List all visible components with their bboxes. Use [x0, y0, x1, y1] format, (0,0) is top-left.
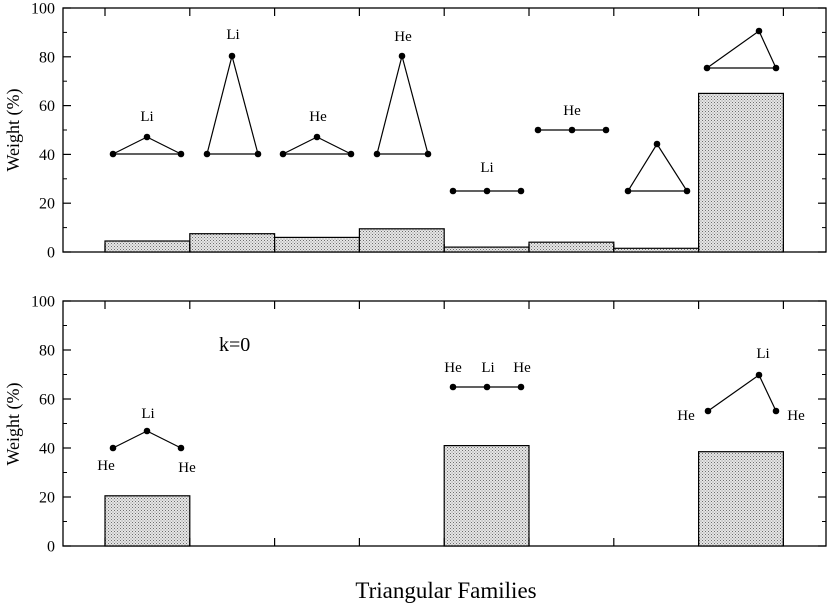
- atom-dot: [483, 187, 491, 195]
- geometry-4-triangle: [376, 53, 429, 155]
- top-bar-6: [528, 241, 615, 253]
- atom-dot: [624, 187, 632, 195]
- atom-dot: [254, 150, 262, 158]
- atom-dot: [398, 52, 406, 60]
- geometry-label: He: [97, 458, 115, 474]
- top-bar-4: [358, 228, 445, 253]
- bottom-ytick-label: 40: [39, 441, 55, 458]
- geometry-3-triangle: [282, 136, 352, 155]
- geometry-label: He: [677, 408, 695, 424]
- top-ytick-label: 0: [47, 245, 55, 262]
- top-bar-5: [443, 246, 530, 253]
- top-bar-8: [697, 92, 784, 253]
- atom-dot: [602, 126, 610, 134]
- top-geometry-labels: Li Li He He Li He: [140, 27, 581, 176]
- geometry-8-triangle: [705, 30, 777, 69]
- bottom-bars: [104, 445, 784, 547]
- top-bar-2: [189, 233, 276, 253]
- bottom-bar-8: [697, 451, 784, 547]
- top-y-axis: 0 20 40 60 80 100: [31, 1, 826, 262]
- bottom-bar-5: [443, 445, 530, 547]
- atom-dot: [772, 407, 780, 415]
- atom-dot: [517, 383, 525, 391]
- top-geometry-insets: [112, 30, 777, 192]
- geometry-1-triangle: [112, 136, 182, 155]
- geometry-label: Li: [226, 27, 239, 43]
- k-label: k=0: [219, 334, 250, 356]
- atom-dot: [373, 150, 381, 158]
- atom-dot: [653, 140, 661, 148]
- bottom-x-ticks: [104, 301, 785, 546]
- top-x-ticks: [104, 8, 785, 252]
- top-bar-7: [613, 247, 700, 253]
- bottom-ytick-label: 60: [39, 392, 55, 409]
- atom-dot: [424, 150, 432, 158]
- geometry-label: Li: [141, 406, 154, 422]
- atom-dot: [228, 52, 236, 60]
- geometry-label: Li: [140, 109, 153, 125]
- atom-dot: [143, 427, 151, 435]
- atom-dot: [704, 407, 712, 415]
- bottom-geometry-labels: Li He He He Li He Li He He: [97, 346, 805, 476]
- atom-dot: [177, 444, 185, 452]
- atom-dot: [143, 133, 151, 141]
- atom-dot: [313, 133, 321, 141]
- atom-dot: [703, 64, 711, 72]
- atom-dot: [203, 150, 211, 158]
- atom-dot: [755, 371, 763, 379]
- x-axis-label: Triangular Families: [355, 578, 536, 603]
- atom-dot: [517, 187, 525, 195]
- geometry-2-triangle: [206, 53, 259, 155]
- bottom-panel: 0 20 40 60 80 100 Weight (%) k=0 Li He He He …: [3, 294, 827, 556]
- bottom-ytick-label: 20: [39, 490, 55, 507]
- top-ytick-label: 40: [39, 147, 55, 164]
- top-panel: 0 20 40 60 80 100 Weight (%): [3, 1, 827, 262]
- bottom-y-axis-label: Weight (%): [3, 382, 24, 465]
- atom-dot: [347, 150, 355, 158]
- atom-dot: [483, 383, 491, 391]
- bottom-ytick-label: 100: [31, 294, 55, 311]
- atom-dot: [683, 187, 691, 195]
- geometry-label: He: [563, 103, 581, 119]
- atom-dot: [109, 150, 117, 158]
- geometry-label: He: [444, 360, 462, 376]
- atom-dot: [449, 383, 457, 391]
- atom-dot: [534, 126, 542, 134]
- atom-dot: [177, 150, 185, 158]
- atom-dot: [109, 444, 117, 452]
- atom-dot: [279, 150, 287, 158]
- top-y-axis-label: Weight (%): [3, 88, 24, 171]
- geometry-label: He: [513, 360, 531, 376]
- top-ytick-label: 80: [39, 49, 55, 66]
- top-geometry-atoms: [109, 27, 780, 195]
- top-bars: [104, 92, 784, 253]
- geometry-label: Li: [481, 360, 494, 376]
- geometry-bent-2: [707, 374, 777, 412]
- bottom-ytick-label: 0: [47, 539, 55, 556]
- geometry-label: Li: [480, 160, 493, 176]
- geometry-label: He: [394, 29, 412, 45]
- top-bar-1: [104, 240, 191, 253]
- atom-dot: [755, 27, 763, 35]
- geometry-label: He: [178, 460, 196, 476]
- geometry-label: Li: [756, 346, 769, 362]
- geometry-label: He: [309, 109, 327, 125]
- bottom-bar-1: [104, 495, 191, 547]
- atom-dot: [568, 126, 576, 134]
- bottom-y-axis: 0 20 40 60 80 100: [31, 294, 826, 556]
- bottom-geometry-atoms: [109, 371, 780, 452]
- geometry-7-triangle: [626, 142, 689, 192]
- geometry-label: He: [787, 408, 805, 424]
- top-bar-3: [274, 236, 361, 253]
- atom-dot: [772, 64, 780, 72]
- top-ytick-label: 20: [39, 196, 55, 213]
- top-ytick-label: 60: [39, 98, 55, 115]
- top-ytick-label: 100: [31, 1, 55, 18]
- bottom-ytick-label: 80: [39, 343, 55, 360]
- atom-dot: [449, 187, 457, 195]
